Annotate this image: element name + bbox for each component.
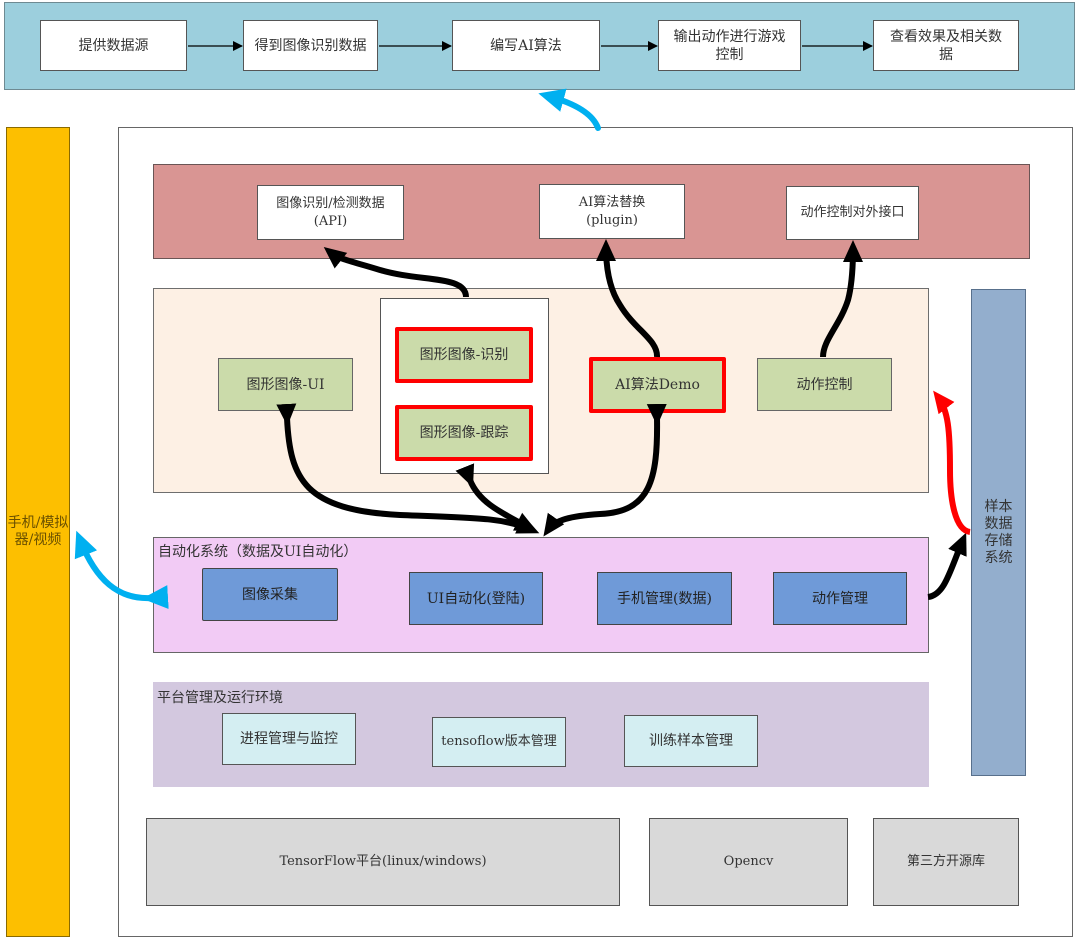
process-monitor-label: 进程管理与监控 — [240, 731, 338, 747]
api-box-ai-plugin[interactable]: AI算法替换(plugin) — [539, 184, 685, 239]
action-control-label: 动作控制 — [796, 376, 853, 393]
sample-storage-panel[interactable]: 样本数据存储系统 — [971, 289, 1026, 776]
tensorflow-platform-box[interactable]: TensorFlow平台(linux/windows) — [146, 818, 620, 906]
flow-step-write-ai[interactable]: 编写AI算法 — [452, 20, 600, 71]
api-box-recognition[interactable]: 图像识别/检测数据(API) — [257, 185, 404, 240]
action-management-box[interactable]: 动作管理 — [773, 572, 907, 625]
action-management-label: 动作管理 — [812, 590, 868, 607]
flow-step-view-results[interactable]: 查看效果及相关数据 — [873, 20, 1019, 71]
opencv-label: Opencv — [723, 854, 774, 869]
phone-management-label: 手机管理(数据) — [617, 590, 712, 607]
training-sample-box[interactable]: 训练样本管理 — [624, 715, 758, 767]
graphics-ui-box[interactable]: 图形图像-UI — [218, 358, 353, 411]
graphics-ui-label: 图形图像-UI — [246, 376, 325, 393]
phone-management-box[interactable]: 手机管理(数据) — [597, 572, 732, 625]
training-sample-label: 训练样本管理 — [649, 733, 733, 749]
graphics-recognize-box[interactable]: 图形图像-识别 — [395, 327, 533, 383]
flow-step-label: 编写AI算法 — [490, 37, 562, 54]
api-box-label: 动作控制对外接口 — [800, 205, 905, 220]
opencv-box[interactable]: Opencv — [649, 818, 848, 906]
api-box-label: 图像识别/检测数据(API) — [276, 195, 385, 229]
third-party-libs-label: 第三方开源库 — [906, 854, 985, 869]
automation-layer-title: 自动化系统（数据及UI自动化） — [158, 544, 358, 560]
cyan-arrow-to-workflow — [538, 88, 601, 131]
ui-automation-label: UI自动化(登陆) — [426, 590, 526, 607]
sample-storage-label: 样本数据存储系统 — [984, 498, 1013, 566]
image-capture-label: 图像采集 — [242, 586, 298, 603]
action-control-box[interactable]: 动作控制 — [757, 358, 892, 411]
process-monitor-box[interactable]: 进程管理与监控 — [222, 713, 356, 765]
flow-step-output-action[interactable]: 输出动作进行游戏控制 — [658, 20, 801, 71]
flow-step-label: 输出动作进行游戏控制 — [673, 28, 786, 63]
api-box-label: AI算法替换(plugin) — [578, 194, 646, 228]
flow-step-label: 查看效果及相关数据 — [890, 28, 1002, 63]
device-source-label: 手机/模拟器/视频 — [7, 515, 69, 548]
tensorflow-version-box[interactable]: tensoflow版本管理 — [432, 717, 566, 767]
tensorflow-platform-label: TensorFlow平台(linux/windows) — [279, 854, 487, 869]
platform-layer-title: 平台管理及运行环境 — [157, 690, 283, 706]
tensorflow-version-label: tensoflow版本管理 — [441, 734, 557, 749]
flow-step-recognition-data[interactable]: 得到图像识别数据 — [243, 20, 378, 71]
third-party-libs-box[interactable]: 第三方开源库 — [873, 818, 1019, 906]
ui-automation-box[interactable]: UI自动化(登陆) — [409, 572, 543, 625]
graphics-track-label: 图形图像-跟踪 — [419, 425, 509, 441]
flow-step-label: 得到图像识别数据 — [254, 37, 367, 54]
api-box-action-interface[interactable]: 动作控制对外接口 — [786, 186, 919, 240]
flow-step-provide-data[interactable]: 提供数据源 — [40, 20, 187, 71]
ai-demo-label: AI算法Demo — [615, 377, 700, 393]
graphics-track-box[interactable]: 图形图像-跟踪 — [395, 405, 533, 461]
ai-demo-box[interactable]: AI算法Demo — [589, 357, 726, 413]
device-source-panel[interactable]: 手机/模拟器/视频 — [6, 127, 70, 937]
image-capture-box[interactable]: 图像采集 — [202, 568, 338, 621]
graphics-recognize-label: 图形图像-识别 — [419, 347, 509, 363]
flow-step-label: 提供数据源 — [78, 37, 149, 54]
